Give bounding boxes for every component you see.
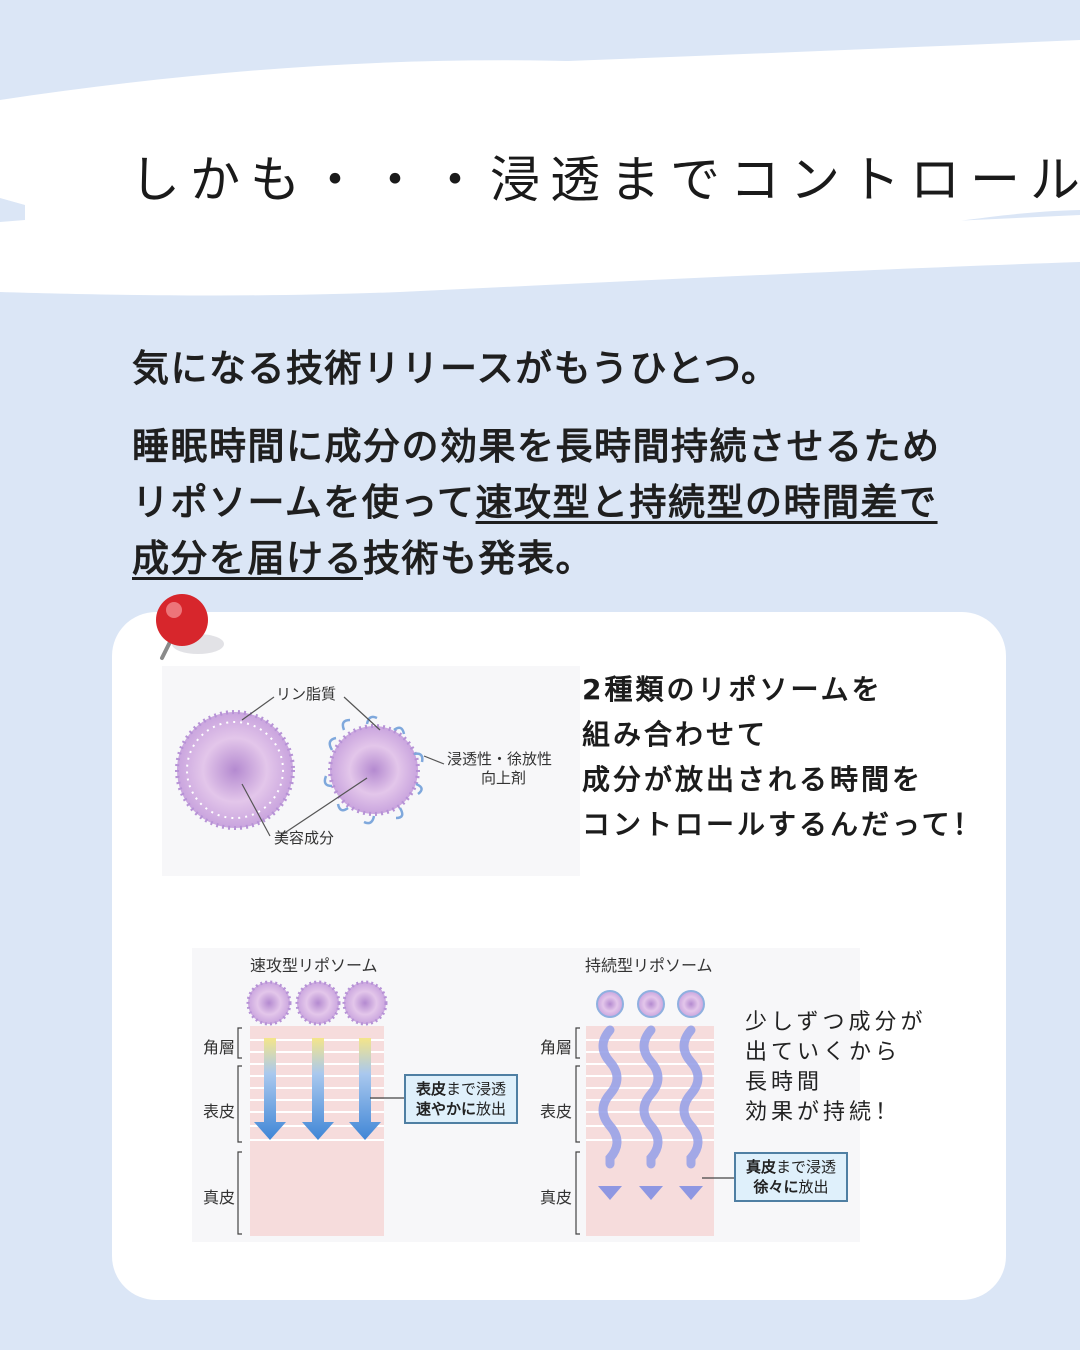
sustained-box-rest-2: 放出	[798, 1178, 829, 1196]
intro-line-3-plain: リポソームを使って	[132, 481, 476, 524]
sustained-layer-epidermis: 表皮	[540, 1102, 573, 1121]
sustained-box-rest-1: まで浸透	[776, 1158, 837, 1176]
fast-release-box: 表皮まで浸透 速やかに放出	[404, 1074, 519, 1124]
label-beauty-ingredient: 美容成分	[274, 829, 335, 847]
handwritten-line-1: 少しずつ成分が	[745, 1010, 927, 1035]
sustained-skin-graphic	[575, 990, 734, 1236]
sustained-box-bold-2: 徐々に	[753, 1178, 799, 1196]
header-brush-stroke	[0, 40, 1080, 296]
intro-line-3-underlined: 速攻型と持続型の時間差で	[475, 481, 938, 524]
fast-layer-stratum: 角層	[203, 1038, 236, 1057]
note-line-3: 成分が放出される時間を	[582, 763, 924, 796]
fast-layer-dermis: 真皮	[203, 1188, 236, 1207]
sustained-layer-stratum: 角層	[540, 1038, 573, 1057]
fast-box-rest-2: 放出	[476, 1100, 507, 1118]
label-lipid: リン脂質	[276, 685, 337, 703]
label-enhancer-2: 向上剤	[481, 769, 527, 787]
intro-line-3: リポソームを使って速攻型と持続型の時間差で	[132, 472, 938, 526]
push-pin-icon	[156, 594, 224, 660]
note-line-2: 組み合わせて	[582, 718, 769, 751]
fast-box-bold-2: 速やかに	[416, 1100, 477, 1118]
intro-line-4-plain: 技術も発表。	[363, 537, 594, 580]
intro-line-1: 気になる技術リリースがもうひとつ。	[132, 347, 780, 390]
sustained-layer-dermis: 真皮	[540, 1188, 573, 1207]
sustained-liposome-title: 持続型リポソーム	[585, 956, 713, 975]
label-enhancer-1: 浸透性・徐放性	[447, 750, 553, 768]
handwritten-line-4: 効果が持続！	[745, 1100, 902, 1125]
handwritten-line-2: 出ていくから	[745, 1040, 902, 1065]
sustained-box-bold-1: 真皮	[746, 1158, 777, 1176]
fast-liposome-title: 速攻型リポソーム	[250, 956, 378, 975]
note-line-4: コントロールするんだって！	[582, 808, 984, 841]
intro-line-4: 成分を届ける技術も発表。	[132, 528, 594, 582]
intro-line-4-underlined: 成分を届ける	[132, 537, 363, 580]
fast-skin-graphic	[237, 980, 404, 1236]
fast-box-bold-1: 表皮	[416, 1080, 447, 1098]
note-line-1: 2種類のリポソームを	[582, 673, 883, 706]
fast-layer-epidermis: 表皮	[203, 1102, 236, 1121]
intro-line-2: 睡眠時間に成分の効果を長時間持続させるため	[132, 425, 941, 468]
sustained-release-box: 真皮まで浸透 徐々に放出	[734, 1152, 849, 1202]
fast-box-rest-1: まで浸透	[446, 1080, 507, 1098]
page-title: しかも・・・浸透までコントロール	[130, 151, 1080, 209]
handwritten-line-3: 長時間	[745, 1070, 824, 1095]
liposome-structure-graphic	[175, 696, 445, 837]
